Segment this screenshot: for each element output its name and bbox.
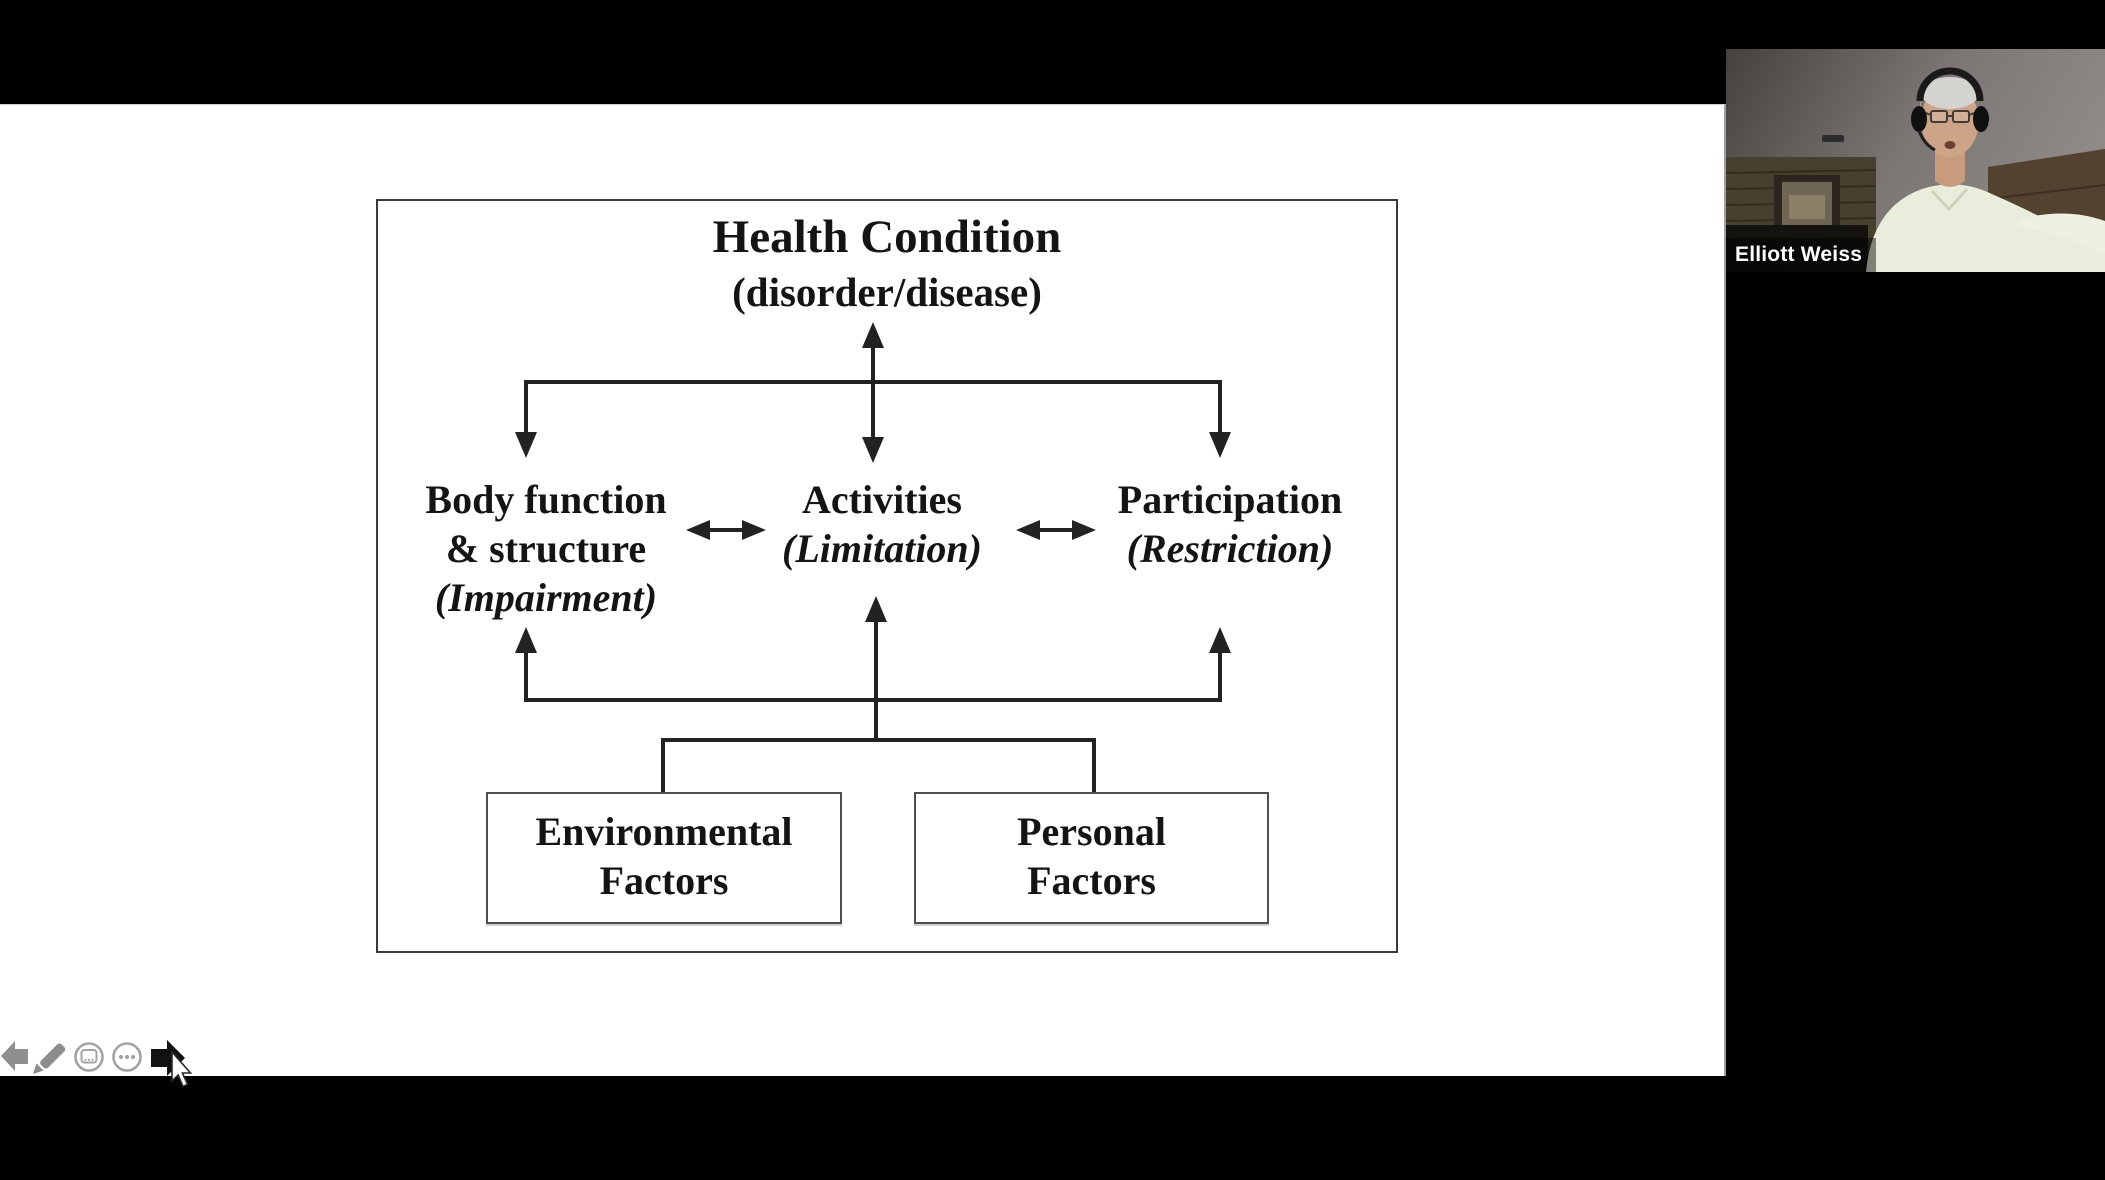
participant-person: [1866, 67, 2105, 272]
restriction-label: (Restriction): [1126, 526, 1334, 571]
next-slide-button[interactable]: [151, 1040, 185, 1076]
health-condition-label: Health Condition: [712, 211, 1062, 263]
participant-name: Elliott Weiss: [1735, 243, 1863, 266]
pen-button[interactable]: [33, 1042, 66, 1074]
body-function-line2: & structure: [445, 526, 647, 571]
see-all-slides-button[interactable]: [74, 1042, 104, 1072]
slideshow-toolbar: [1, 1040, 185, 1076]
diagram-title: Health Condition (disorder/disease): [376, 208, 1398, 318]
body-function-line1: Body function: [425, 477, 667, 522]
collar: [1930, 187, 1969, 212]
see-all-slides-icon: [80, 1049, 98, 1064]
personal-label: Personal: [1017, 809, 1166, 854]
bottom-letterbox-bar: [0, 1076, 1726, 1180]
headphones: [1911, 67, 1989, 152]
icf-diagram-frame: [376, 199, 1398, 953]
more-options-ellipsis-icon: [118, 1054, 136, 1060]
next-slide-arrow-icon: [151, 1040, 185, 1076]
shirt-arm: [2018, 213, 2105, 254]
glasses: [1922, 110, 1978, 123]
environmental-factors-word: Factors: [599, 858, 729, 903]
participant-name-label: Elliott Weiss: [1726, 238, 1877, 272]
shared-slide-area: [0, 104, 1726, 1079]
personal-factors-word: Factors: [1027, 858, 1156, 903]
activities-label: Activities: [802, 477, 962, 522]
participant-video-tile[interactable]: [1726, 49, 2105, 272]
personal-factors-box: Personal Factors: [914, 792, 1269, 924]
ceiling-vent: [1822, 135, 1844, 142]
node-participation: Participation (Restriction): [1050, 475, 1410, 573]
disorder-disease-label: (disorder/disease): [732, 269, 1042, 315]
framed-picture: [1774, 175, 1840, 235]
more-options-button[interactable]: [112, 1042, 142, 1072]
environmental-factors-box: Environmental Factors: [486, 792, 842, 924]
shirt: [1866, 184, 2105, 272]
environmental-label: Environmental: [535, 809, 793, 854]
limitation-label: (Limitation): [782, 526, 982, 571]
previous-slide-button[interactable]: [1, 1041, 28, 1071]
node-activities: Activities (Limitation): [702, 475, 1062, 573]
node-body-function: Body function & structure (Impairment): [366, 475, 726, 622]
mouth: [1944, 141, 1956, 149]
webcam-video-frame: [1726, 49, 2105, 272]
participation-label: Participation: [1117, 477, 1343, 522]
neck: [1935, 147, 1965, 187]
pen-icon: [40, 1043, 66, 1069]
previous-slide-arrow-icon: [1, 1041, 28, 1071]
impairment-label: (Impairment): [434, 575, 658, 620]
hair: [1921, 77, 1979, 109]
